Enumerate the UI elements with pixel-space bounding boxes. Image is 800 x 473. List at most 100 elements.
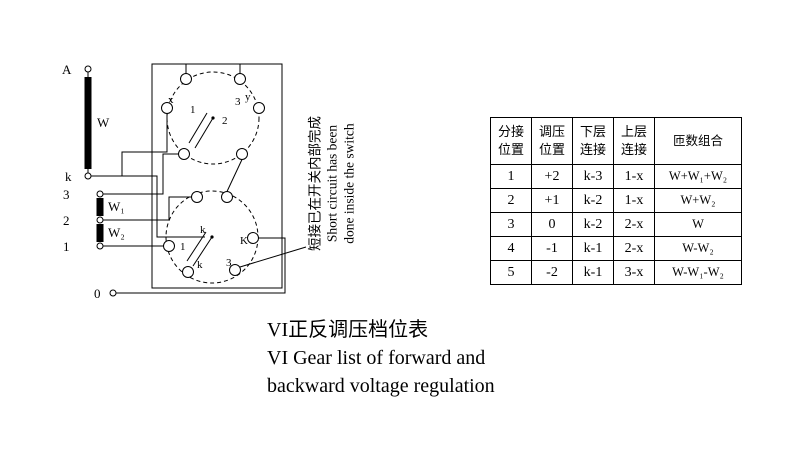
tap-terminal-3 [96,190,104,198]
terminal-0-label: 0 [94,286,101,301]
top-switch-dial [166,71,260,165]
winding-w2-label: W₂ [108,225,125,240]
top-wiper [194,117,214,149]
table-cell: 5 [490,260,532,285]
table-row: 4 -1 k-1 2-x W-W₂ [490,236,742,261]
table-cell: W-W₂ [654,236,742,261]
top-contact [180,73,192,85]
bottom-label-low-k: k [197,259,203,271]
top-contact [161,102,173,114]
figure-caption: VI正反调压档位表 VI Gear list of forward and ba… [267,316,495,400]
table-cell: -1 [531,236,573,261]
table-cell: k-2 [572,212,614,237]
terminal-0 [109,289,117,297]
top-label-2: 2 [222,115,228,127]
table-row: 5 -2 k-1 3-x W-W₁-W₂ [490,260,742,285]
column-header-turns-combination: 匝数组合 [654,117,742,165]
winding-w2 [96,224,104,242]
table-cell: +1 [531,188,573,213]
column-header-regulation-position: 调压位置 [531,117,573,165]
header-row: 分接位置 调压位置 下层连接 上层连接 匝数组合 [490,117,742,165]
tap1-label: 1 [63,239,70,254]
circuit-diagram: x y 1 2 3 k 1 K k 3 A W k 3 2 1 W₁ W₂ 0 [62,62,307,301]
note-leader-line [239,246,307,268]
terminal-k-label: k [65,169,72,184]
gear-table: 分接位置 调压位置 下层连接 上层连接 匝数组合 1 +2 k-3 1-x W+… [490,117,742,285]
inter-switch-link [226,159,243,192]
table-cell: W-W₁-W₂ [654,260,742,285]
table-cell: W [654,212,742,237]
column-header-tap-position: 分接位置 [490,117,532,165]
winding-w-label: W [97,115,110,130]
switch-note: 短接已在开关内部完成 Short circuit has been done i… [307,84,358,284]
top-wiper [188,112,208,144]
table-cell: 1-x [613,188,655,213]
table-cell: 3 [490,212,532,237]
table-cell: 3-x [613,260,655,285]
bottom-contact [229,264,241,276]
wire-k [91,175,205,238]
top-contact [236,148,248,160]
tap2-label: 2 [63,213,70,228]
table-cell: 2 [490,188,532,213]
wire-k-branch [121,113,168,176]
table-cell: W+W₂ [654,188,742,213]
top-contact [253,102,265,114]
table-cell: k-3 [572,164,614,189]
top-label-1: 1 [190,104,196,116]
caption-title-en-2: backward voltage regulation [267,375,495,397]
wire-tap2 [103,196,192,221]
bottom-contact [221,191,233,203]
table-cell: 2-x [613,212,655,237]
wire-0 [116,237,286,294]
terminal-a [84,65,92,73]
tap3-label: 3 [63,187,70,202]
wire-tap3 [103,153,179,195]
switch-box [151,63,283,289]
table-row: 2 +1 k-2 1-x W+W₂ [490,188,742,213]
table-cell: -2 [531,260,573,285]
bottom-label-center-k: k [200,224,206,236]
bottom-label-1: 1 [180,241,186,253]
table-cell: 0 [531,212,573,237]
top-contact [178,148,190,160]
bottom-switch-pivot [210,235,214,239]
bottom-contact [191,191,203,203]
table-cell: k-1 [572,236,614,261]
bottom-contact [163,240,175,252]
bottom-wiper [186,231,207,262]
winding-w [84,77,92,169]
table-cell: 4 [490,236,532,261]
bottom-wiper [192,236,213,267]
table-cell: k-2 [572,188,614,213]
wiring [91,64,307,294]
bottom-label-3: 3 [226,257,232,269]
table-cell: 1 [490,164,532,189]
table-cell: +2 [531,164,573,189]
switch-note-en-1: Short circuit has been [324,124,340,243]
bottom-label-cap-k: K [240,235,248,247]
winding-w1-label: W₁ [108,199,125,214]
tap-terminal-1 [96,242,104,250]
caption-title-en-1: VI Gear list of forward and [267,347,486,369]
column-header-upper-connection: 上层连接 [613,117,655,165]
table-cell: 2-x [613,236,655,261]
top-label-3: 3 [235,96,241,108]
bottom-contact [182,266,194,278]
terminal-k [84,172,92,180]
column-header-lower-connection: 下层连接 [572,117,614,165]
switch-note-en-2: done inside the switch [341,123,357,244]
top-label-y: y [245,91,251,103]
bottom-contact [247,232,259,244]
tap-terminal-2 [96,216,104,224]
table-cell: 1-x [613,164,655,189]
terminal-a-label: A [62,62,72,77]
caption-title-cn: VI正反调压档位表 [267,319,429,341]
switch-note-cn: 短接已在开关内部完成 [307,116,323,251]
table-cell: W+W₁+W₂ [654,164,742,189]
top-switch-pivot [211,116,215,120]
table-row: 3 0 k-2 2-x W [490,212,742,237]
main-winding-branch [84,65,92,180]
bottom-rotary-switch [163,190,259,284]
winding-w1 [96,198,104,216]
